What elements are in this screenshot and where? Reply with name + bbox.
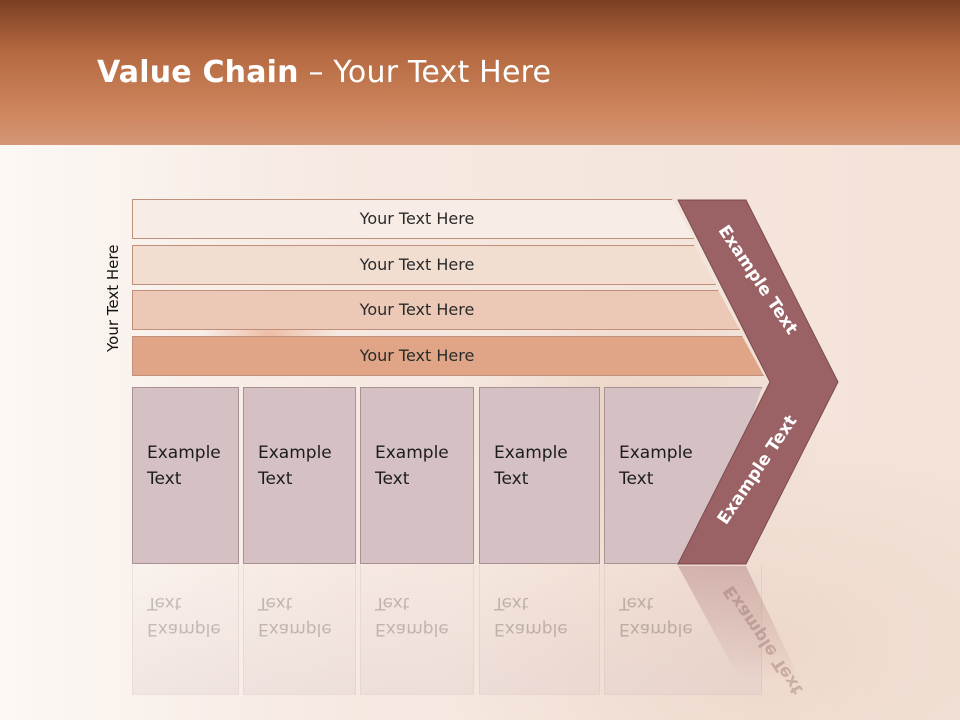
support-band-1: Your Text Here [132, 199, 694, 239]
support-band-2-label: Your Text Here [359, 255, 475, 274]
box-4-line2: Text [494, 469, 529, 489]
support-band-3: Your Text Here [132, 290, 740, 330]
box-3-line1: Example [375, 443, 449, 463]
support-band-1-label: Your Text Here [359, 209, 475, 228]
support-band-3-label: Your Text Here [359, 300, 475, 319]
box-2-line2: Text [258, 469, 293, 489]
box-2-line1: Example [258, 443, 332, 463]
title-rest: – Your Text Here [298, 55, 552, 90]
title-bold: Value Chain [97, 55, 299, 90]
support-band-4-label: Your Text Here [359, 346, 475, 365]
box-1-line2: Text [147, 469, 182, 489]
chevron-reflection [678, 566, 800, 680]
box-4-line1: Example [494, 443, 568, 463]
slide-title: Value Chain – Your Text Here [97, 55, 551, 90]
chevron-shape [677, 199, 839, 565]
box-3-line2: Text [375, 469, 410, 489]
support-band-4: Your Text Here [132, 336, 764, 376]
support-band-2: Your Text Here [132, 245, 716, 285]
title-bar [0, 0, 960, 145]
box-1-line1: Example [147, 443, 221, 463]
box-5-line2: Text [619, 469, 654, 489]
box-5-line1: Example [619, 443, 693, 463]
